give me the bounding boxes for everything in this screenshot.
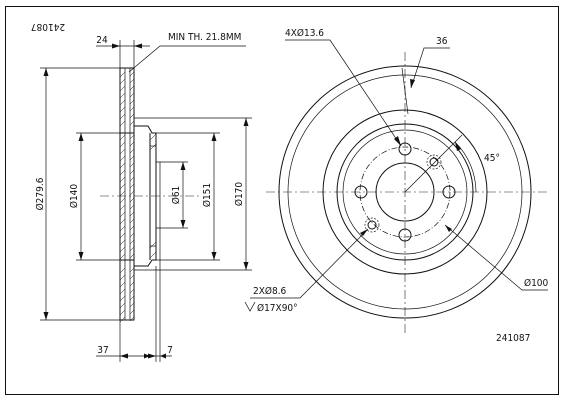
section-hatch-line — [129, 253, 135, 259]
section-hatch-line — [129, 190, 135, 196]
section-hatch-line — [119, 295, 126, 302]
section-hatch-line — [129, 288, 135, 294]
section-hatch-line — [129, 85, 135, 91]
section-hatch-line — [119, 78, 126, 85]
section-hatch-line — [129, 218, 135, 224]
angle-label: 45° — [484, 153, 500, 164]
section-hatch-line — [129, 183, 135, 189]
section-hatch-line — [119, 246, 126, 253]
bolt-hole-left — [354, 185, 368, 199]
min-thickness-note: MIN TH. 21.8MM — [168, 32, 241, 43]
dim-diameter-151: Ø151 — [201, 183, 213, 207]
dim-width-24: 24 — [96, 35, 108, 46]
small-hole-upper-right — [429, 157, 439, 167]
section-hatch-line — [119, 134, 126, 141]
bolt-holes-label: 4XØ13.6 — [285, 27, 324, 39]
section-hatch-line — [129, 211, 135, 217]
section-hatch-line — [129, 141, 135, 147]
section-hatch-line — [119, 99, 126, 106]
section-hatch-line — [119, 218, 126, 225]
section-hatch-line — [129, 197, 135, 203]
section-hatch-line — [119, 225, 126, 232]
section-hatch-line — [119, 211, 126, 218]
section-hatch-line — [119, 148, 126, 155]
section-hatch-line — [129, 204, 135, 210]
section-hatch-line — [119, 204, 126, 211]
section-hatch-line — [129, 316, 135, 322]
dim-diameter-170: Ø170 — [233, 182, 245, 207]
section-hatch-line — [129, 113, 135, 119]
section-hatch-line — [119, 232, 126, 239]
dim-diameter-61: Ø61 — [170, 186, 182, 205]
section-hatch-line — [119, 141, 126, 148]
section-hatch-line — [119, 253, 126, 260]
front-view: 45° 4XØ13.6 36 Ø100 2XØ8.6 Ø17X90° — [244, 27, 549, 336]
section-hatch-line — [129, 169, 135, 175]
part-number-rotated: 241087 — [31, 21, 65, 32]
small-hole-lower-left — [367, 220, 377, 230]
pcd-label: Ø100 — [524, 277, 549, 289]
section-hatch-line — [129, 232, 135, 238]
section-hatch-line — [129, 267, 135, 273]
section-hatch-line — [129, 274, 135, 280]
section-hatch-line — [119, 197, 126, 204]
section-hatch-line — [129, 106, 135, 112]
section-hatch-line — [129, 162, 135, 168]
section-hatch-line — [119, 288, 126, 295]
section-hatch-line — [119, 239, 126, 246]
section-hatch-line — [119, 92, 126, 99]
section-hatch-line — [129, 176, 135, 182]
dim-overall-diameter: Ø279.6 — [34, 177, 46, 210]
section-hatch-line — [119, 302, 126, 309]
side-view: Ø279.6 Ø140 Ø61 Ø151 Ø170 — [34, 32, 252, 362]
section-hatch-line — [129, 302, 135, 308]
section-hatch-line — [119, 267, 126, 274]
section-hatch-line — [129, 92, 135, 98]
section-hatch-line — [119, 120, 126, 127]
part-number: 241087 — [496, 333, 530, 344]
section-hatch-line — [129, 225, 135, 231]
countersink-label: Ø17X90° — [257, 302, 298, 314]
section-hatch-line — [129, 295, 135, 301]
bolt-hole-bottom — [398, 228, 412, 242]
section-hatch-line — [129, 78, 135, 84]
bolt-hole-top — [398, 142, 412, 156]
section-hatch-line — [129, 71, 135, 77]
section-hatch-line — [129, 281, 135, 287]
section-hatch-line — [129, 148, 135, 154]
section-hatch-line — [119, 162, 126, 169]
section-hatch-line — [119, 183, 126, 190]
drawing-frame — [5, 6, 559, 395]
section-hatch-line — [129, 120, 135, 126]
section-hatch-line — [119, 85, 126, 92]
section-hatch-line — [119, 113, 126, 120]
section-hatch-line — [129, 239, 135, 245]
section-hatch-line — [119, 71, 126, 78]
section-hatch-line — [119, 274, 126, 281]
dim-diameter-140: Ø140 — [68, 184, 80, 209]
dim-height-37: 37 — [97, 345, 108, 356]
section-hatch-line — [129, 155, 135, 161]
section-hatch-line — [119, 316, 126, 323]
section-hatch-line — [119, 106, 126, 113]
section-hatch-line — [129, 246, 135, 252]
section-hatch-line — [119, 309, 126, 316]
vent-label: 36 — [436, 36, 448, 47]
section-hatch-line — [119, 155, 126, 162]
section-hatch-line — [119, 169, 126, 176]
dim-offset-7: 7 — [167, 345, 173, 356]
section-hatch-line — [129, 134, 135, 140]
section-hatch-line — [119, 190, 126, 197]
section-hatch-line — [119, 176, 126, 183]
section-hatch-line — [129, 99, 135, 105]
section-hatch-line — [129, 309, 135, 315]
small-holes-label: 2XØ8.6 — [253, 285, 287, 297]
bolt-hole-right — [442, 185, 456, 199]
section-hatch-line — [119, 281, 126, 288]
